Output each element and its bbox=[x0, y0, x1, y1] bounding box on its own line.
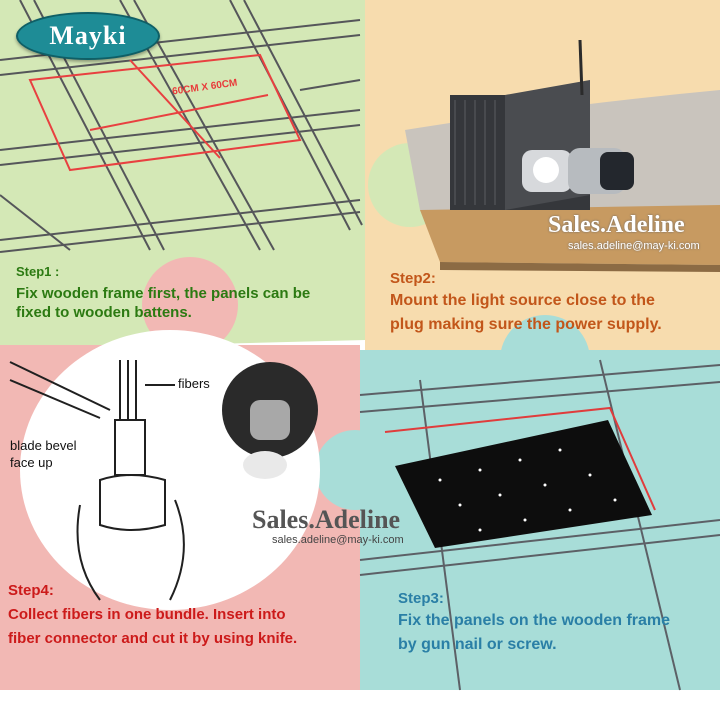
watermark-name-top: Sales.Adeline bbox=[548, 212, 685, 238]
fiber-illustration bbox=[9, 360, 185, 601]
dimension-marks bbox=[28, 53, 302, 172]
step4-heading: Step4: bbox=[8, 582, 54, 599]
step3-heading: Step3: bbox=[398, 590, 444, 607]
panel-illustration bbox=[359, 359, 720, 691]
light-source-illustration bbox=[405, 39, 720, 272]
connector-photo bbox=[222, 362, 318, 479]
step2-heading: Step2: bbox=[390, 270, 436, 287]
step4-line2: fiber connector and cut it by using knif… bbox=[8, 630, 298, 647]
step2-line2: plug making sure the power supply. bbox=[390, 316, 662, 333]
brand-logo: Mayki bbox=[16, 12, 160, 60]
blade-label-line2: face up bbox=[10, 455, 53, 470]
step3-line2: by gun nail or screw. bbox=[398, 636, 557, 653]
watermark-email-center: sales.adeline@may-ki.com bbox=[272, 534, 404, 546]
watermark-name-center: Sales.Adeline bbox=[252, 505, 401, 534]
step1-line1: Fix wooden frame first, the panels can b… bbox=[16, 285, 311, 302]
step1-heading: Step1 : bbox=[16, 264, 60, 279]
blade-label-line1: blade bevel bbox=[10, 438, 77, 453]
step2-line1: Mount the light source close to the bbox=[390, 292, 655, 309]
step3-line1: Fix the panels on the wooden frame bbox=[398, 612, 671, 629]
step4-line1: Collect fibers in one bundle. Insert int… bbox=[8, 606, 286, 623]
fibers-label: fibers bbox=[178, 376, 210, 391]
watermark-email-top: sales.adeline@may-ki.com bbox=[568, 240, 700, 252]
logo-text: Mayki bbox=[49, 21, 127, 50]
step1-line2: fixed to wooden battens. bbox=[16, 304, 192, 321]
